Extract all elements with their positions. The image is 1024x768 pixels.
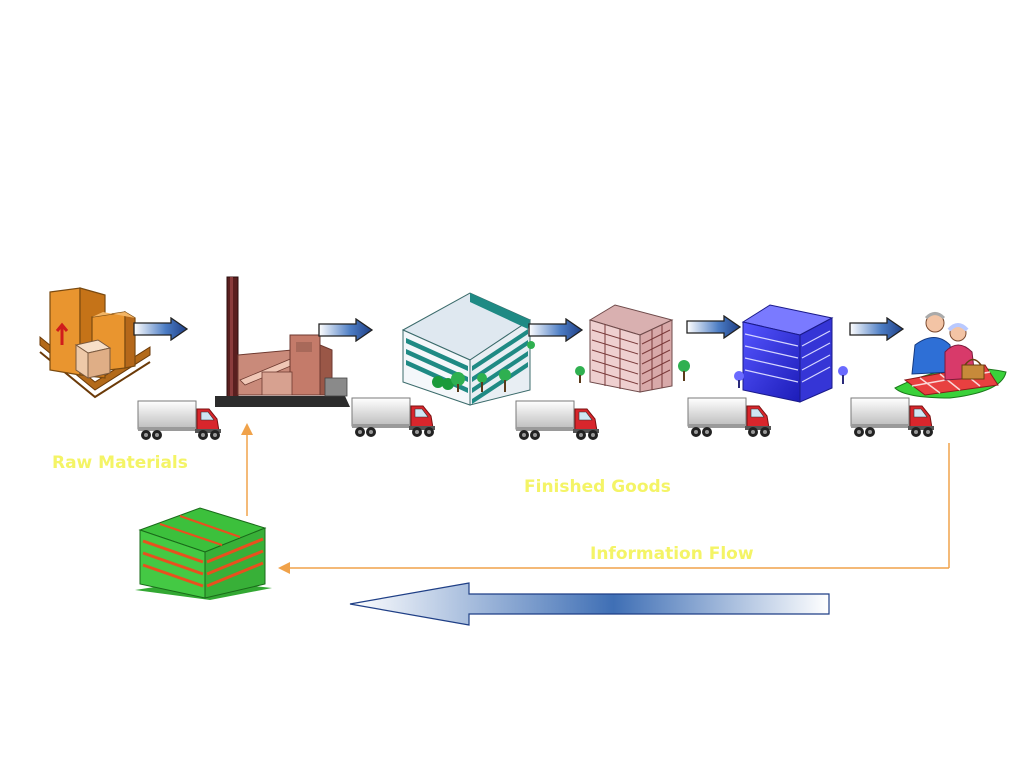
office-building-blue-icon	[734, 304, 848, 403]
office-building-green-red-icon	[135, 507, 272, 600]
raw-materials-label: Raw Materials	[52, 453, 188, 473]
information-flow-connector	[246, 432, 950, 569]
truck-icon	[515, 400, 600, 441]
truck-icon	[137, 400, 222, 441]
truck-icon	[351, 397, 436, 438]
information-flow-label: Information Flow	[590, 544, 754, 564]
flow-arrow-2	[318, 318, 373, 342]
picnic-couple-icon	[894, 312, 1007, 399]
flow-arrow-1	[133, 317, 188, 341]
crates-pallet-icon	[39, 287, 151, 399]
return-flow-arrow	[349, 582, 830, 626]
flow-arrow-5	[849, 317, 904, 341]
flow-arrow-4	[686, 315, 741, 339]
factory-smokestack-icon	[215, 276, 350, 407]
information-flow-arrowheads	[241, 423, 290, 574]
office-building-pink-icon	[575, 304, 690, 393]
finished-goods-label: Finished Goods	[524, 477, 671, 497]
truck-icon	[850, 397, 935, 438]
truck-icon	[687, 397, 772, 438]
flow-arrow-3	[528, 318, 583, 342]
office-building-teal-icon	[401, 292, 535, 406]
